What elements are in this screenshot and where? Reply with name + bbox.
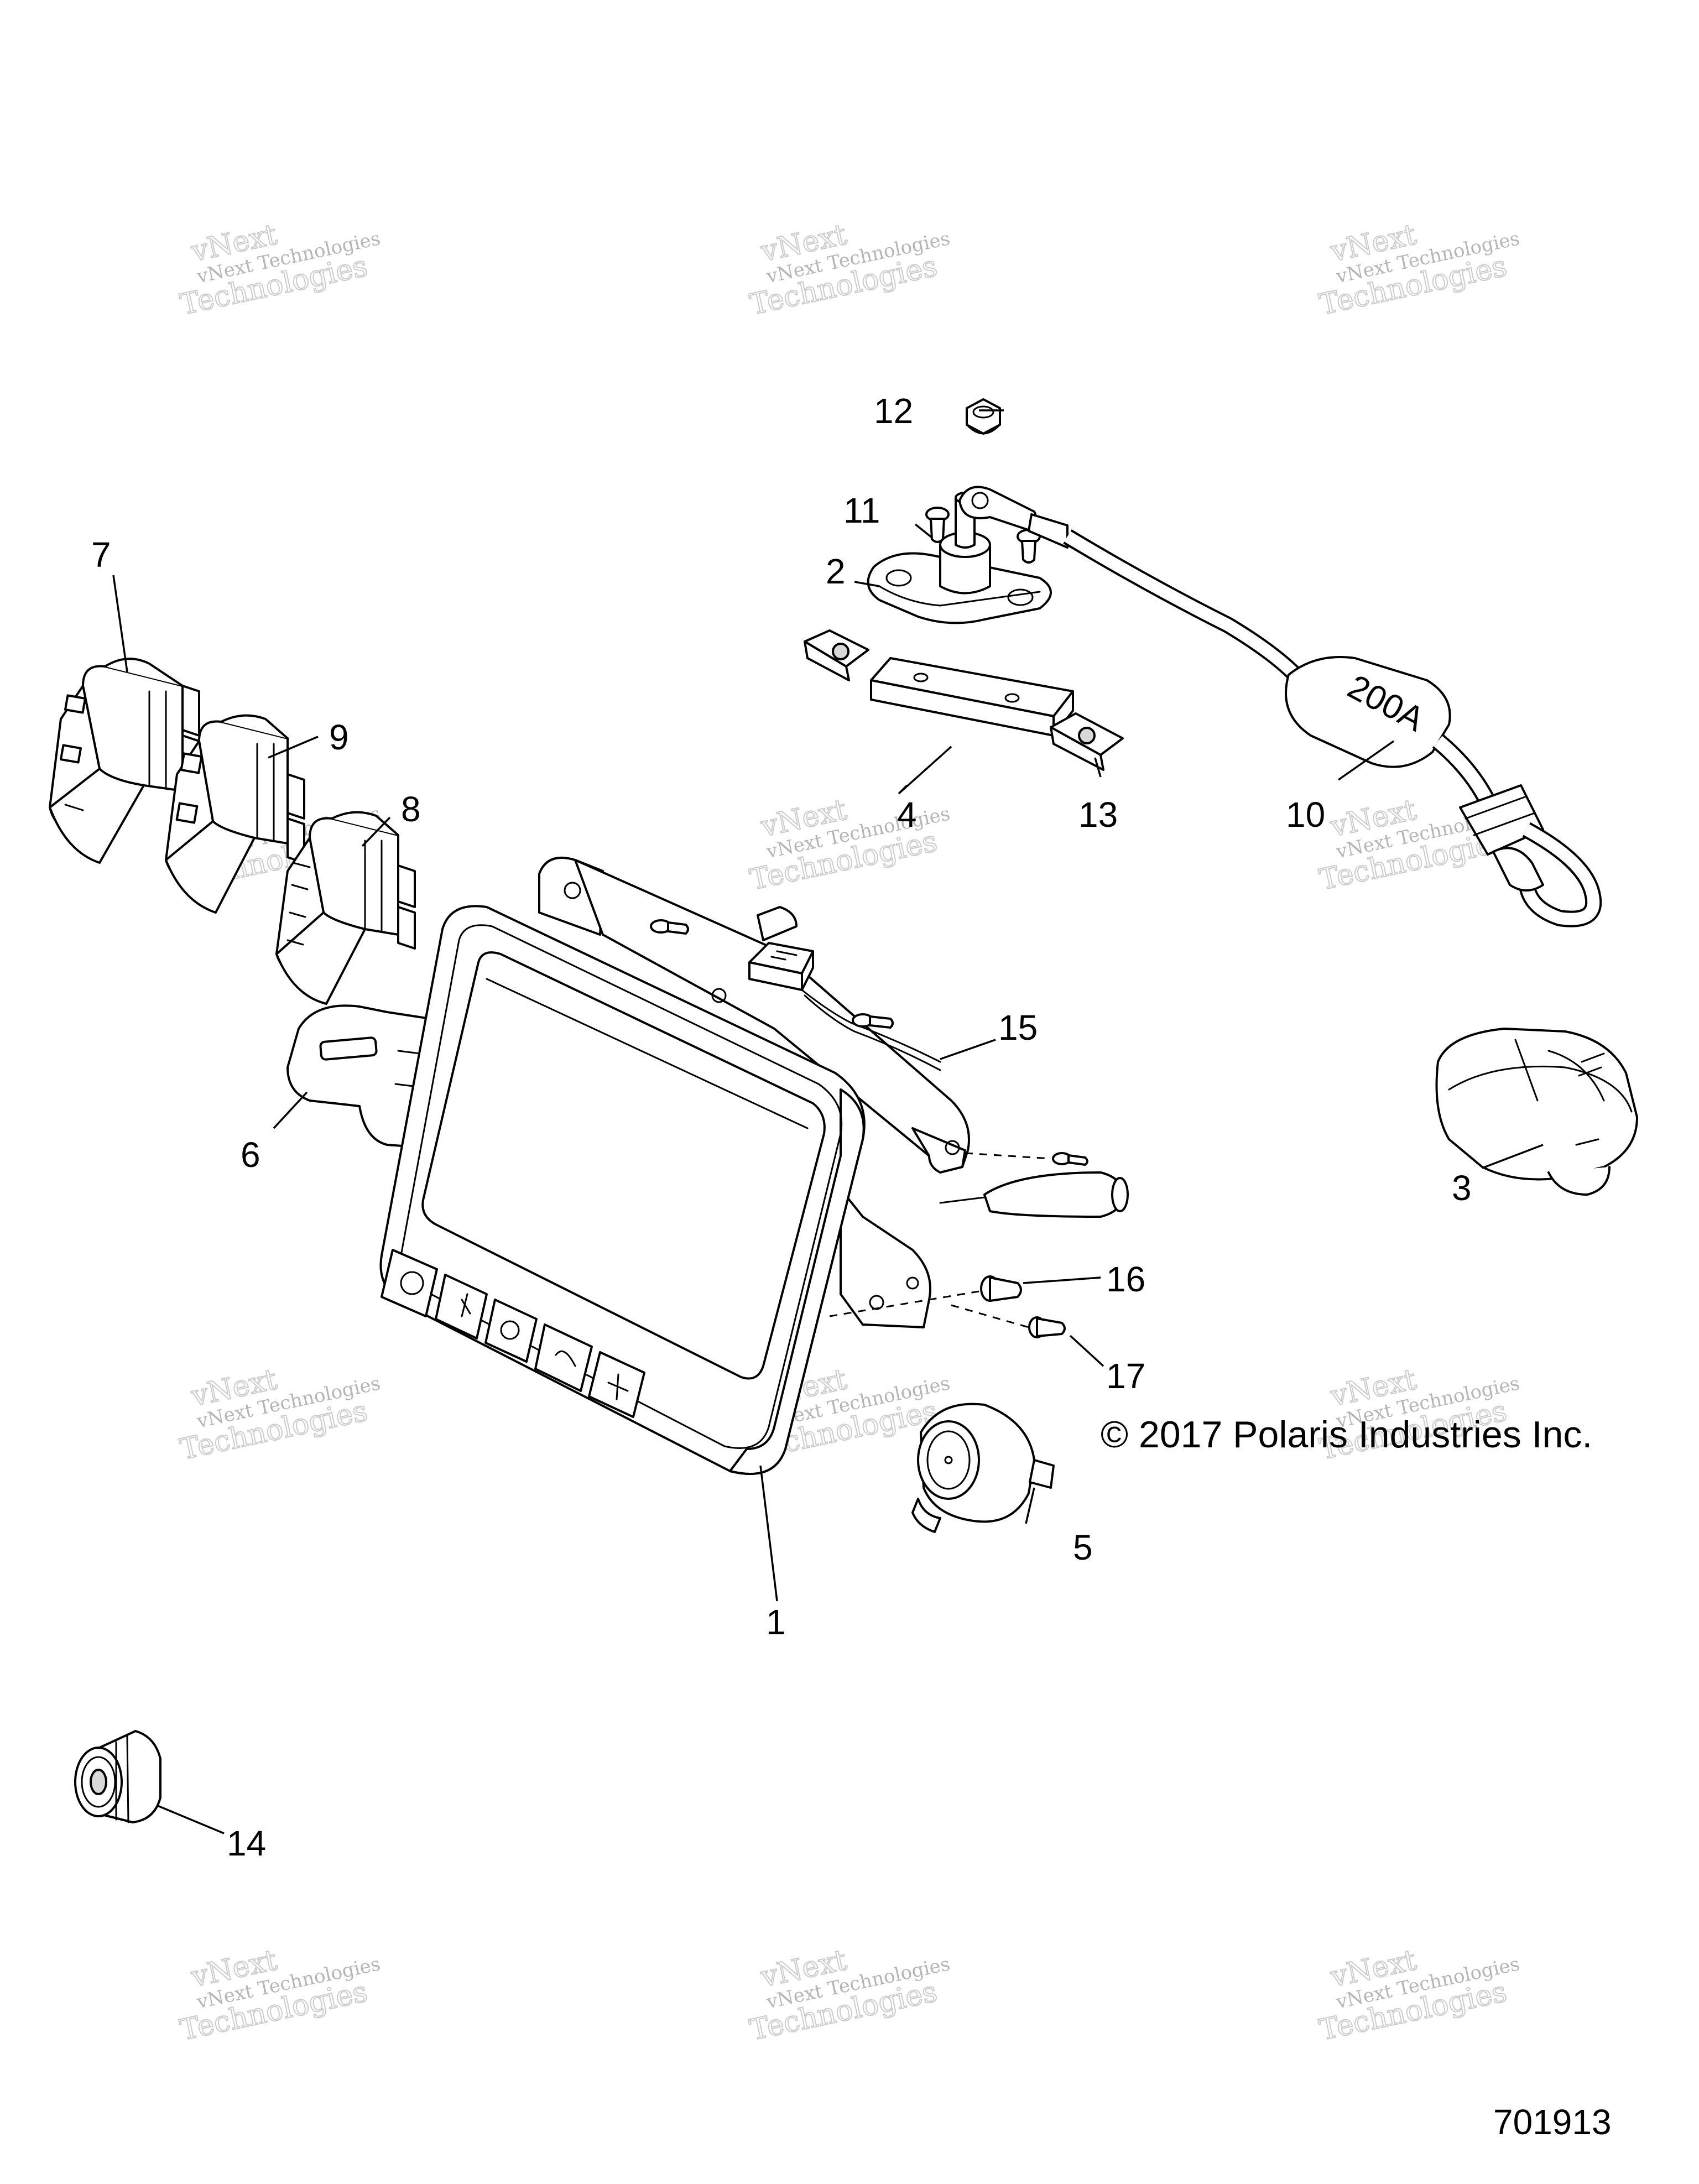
mode-icon bbox=[461, 1293, 471, 1317]
bolt-icon[interactable] bbox=[852, 1013, 894, 1029]
assembly-path bbox=[965, 1152, 1051, 1160]
document-number: 701913 bbox=[1493, 2102, 1612, 2142]
terminal-post-icon[interactable] bbox=[867, 492, 1052, 624]
callout-17: 17 bbox=[1106, 1356, 1145, 1396]
watermark-top-right: vNext vNext Technologies Technologies bbox=[1316, 217, 1522, 322]
leader-lines bbox=[112, 409, 1544, 1834]
rocker-switch-icon[interactable] bbox=[165, 714, 305, 914]
callout-14: 14 bbox=[227, 1823, 266, 1863]
callout-2: 2 bbox=[826, 551, 846, 591]
plug-icon[interactable] bbox=[74, 1730, 161, 1823]
callout-8: 8 bbox=[401, 789, 421, 829]
callout-12: 12 bbox=[874, 391, 913, 431]
copyright-notice: © 2017 Polaris Industries Inc. bbox=[1101, 1414, 1593, 1456]
clip-icon[interactable] bbox=[1050, 712, 1124, 771]
plug-icon[interactable] bbox=[748, 942, 1129, 1218]
bolt-icon[interactable] bbox=[980, 1275, 1022, 1302]
display-buttons bbox=[381, 1249, 645, 1418]
rocker-switch-icon[interactable] bbox=[49, 658, 200, 864]
bracket-icon[interactable] bbox=[870, 657, 1074, 737]
plus-icon bbox=[607, 1373, 629, 1400]
power-outlet-icon[interactable] bbox=[911, 1403, 1055, 1533]
callout-13: 13 bbox=[1078, 795, 1118, 835]
bolt-icon[interactable] bbox=[1052, 1152, 1088, 1166]
callout-7: 7 bbox=[91, 535, 111, 575]
callout-1: 1 bbox=[766, 1602, 786, 1642]
rocker-switch-icon[interactable] bbox=[275, 811, 416, 1005]
callout-11: 11 bbox=[843, 491, 880, 530]
fuse-cable-icon[interactable]: 200A bbox=[958, 486, 1602, 927]
bolt-icon[interactable] bbox=[650, 919, 689, 935]
watermark-bottom-center: vNext vNext Technologies Technologies bbox=[747, 1943, 952, 2047]
bolt-icon[interactable] bbox=[1028, 1316, 1066, 1338]
watermark-bottom-right: vNext vNext Technologies Technologies bbox=[1316, 1943, 1522, 2047]
callout-numbers: 1 2 3 4 5 6 7 8 9 10 11 12 13 14 15 16 1… bbox=[91, 391, 1472, 1863]
clip-icon[interactable] bbox=[804, 629, 869, 681]
callout-6: 6 bbox=[241, 1135, 260, 1175]
callout-3: 3 bbox=[1452, 1168, 1472, 1208]
display-icon[interactable] bbox=[379, 905, 866, 1475]
target-icon bbox=[500, 1320, 520, 1340]
callout-16: 16 bbox=[1106, 1259, 1145, 1299]
callout-15: 15 bbox=[998, 1008, 1038, 1047]
callout-5: 5 bbox=[1073, 1528, 1093, 1567]
callout-4: 4 bbox=[897, 795, 917, 835]
back-icon bbox=[555, 1350, 576, 1367]
watermark-top-center: vNext vNext Technologies Technologies bbox=[747, 217, 952, 322]
assembly-path bbox=[829, 1290, 979, 1317]
watermark-low-left: vNext vNext Technologies Technologies bbox=[177, 1362, 383, 1467]
watermark-bottom-left: vNext vNext Technologies Technologies bbox=[177, 1943, 383, 2047]
assembly-path bbox=[951, 1304, 1029, 1328]
watermark-top-left: vNext vNext Technologies Technologies bbox=[177, 217, 383, 322]
gauge-icon bbox=[400, 1271, 424, 1295]
nut-icon[interactable] bbox=[966, 398, 1001, 435]
bolt-icon[interactable] bbox=[925, 507, 950, 543]
watermark-mid-center: vNext vNext Technologies Technologies bbox=[747, 793, 952, 897]
display-bracket-icon[interactable] bbox=[538, 856, 970, 1328]
callout-9: 9 bbox=[329, 717, 349, 757]
callout-10: 10 bbox=[1286, 795, 1325, 835]
switch-pad-icon[interactable] bbox=[1435, 1028, 1638, 1196]
